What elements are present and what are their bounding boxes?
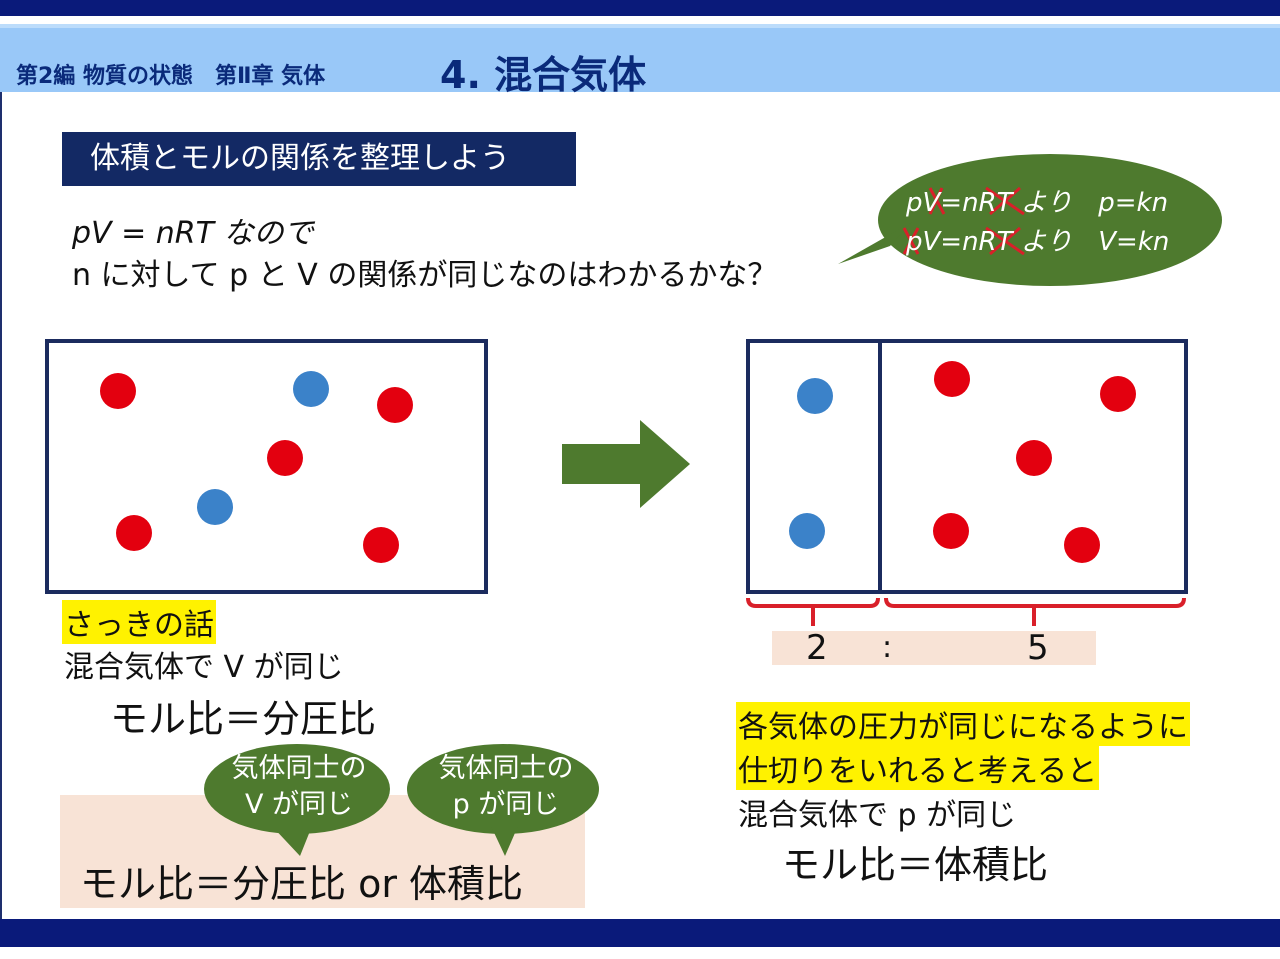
partitioned-container: [746, 339, 1188, 594]
left-formula: モル比＝分圧比: [110, 697, 377, 741]
header-band-top: [0, 24, 1280, 28]
red-particle: [363, 527, 399, 563]
ratio-right: 5: [1027, 628, 1049, 668]
bubble-right-body: [407, 744, 599, 834]
intro-line-2: n に対して p と V の関係が同じなのはわかるかな？: [72, 258, 778, 293]
mixed-gas-container: [45, 339, 488, 594]
right-line: 混合気体で p が同じ: [738, 798, 1017, 833]
bracket-left: [746, 597, 880, 608]
blue-particle: [797, 378, 833, 414]
right-highlight-2: 仕切りをいれると考えると: [736, 746, 1100, 790]
callout-line-1: pV=nRT より p=kn: [906, 188, 1169, 218]
bracket-right: [884, 597, 1186, 608]
red-particle: [1064, 527, 1100, 563]
top-bar-line: [0, 16, 1280, 19]
header-subtitle: 第2編 物質の状態 第Ⅱ章 気体: [16, 64, 326, 89]
volume-brackets: [746, 597, 1186, 626]
callout-bubble-body: [878, 154, 1222, 286]
right-formula: モル比＝体積比: [782, 843, 1049, 887]
red-particle: [116, 515, 152, 551]
left-border: [0, 92, 2, 919]
bubble-left-body: [204, 744, 390, 834]
ratio-separator: :: [882, 630, 893, 665]
bubble-left-tail: [270, 824, 312, 856]
left-highlight: さっきの話: [62, 600, 216, 644]
red-particle: [1100, 376, 1136, 412]
right-arrow-icon: [562, 420, 690, 508]
callout-line-2: pV=nRT より V=kn: [906, 227, 1170, 257]
blue-particle: [789, 513, 825, 549]
callout-bubble: [838, 154, 1222, 286]
page-title: 4. 混合気体: [440, 53, 647, 97]
footer-bar: [0, 919, 1280, 947]
strike-marks: [902, 186, 1025, 256]
partition-wall: [878, 343, 882, 590]
bubble-right-tail: [490, 824, 518, 856]
red-particle: [377, 387, 413, 423]
red-particle: [1016, 440, 1052, 476]
bubble-left-line-2: V が同じ: [244, 789, 354, 820]
intro-line-1-text: pV = nRT なので: [72, 216, 314, 251]
ratio-strip: [772, 631, 1096, 665]
ratio-left: 2: [806, 628, 828, 668]
bubble-left-line-1: 気体同士の: [231, 753, 367, 784]
callout-bubble-tail: [838, 222, 912, 264]
red-particle: [100, 373, 136, 409]
bubble-right-line-2: p が同じ: [452, 789, 560, 820]
blue-particle: [293, 371, 329, 407]
top-bar: [0, 0, 1280, 16]
blue-particle: [197, 489, 233, 525]
right-highlight-1: 各気体の圧力が同じになるように: [736, 702, 1190, 746]
intro-line-1: pV = nRT なので: [72, 208, 314, 252]
summary-text: モル比＝分圧比 or 体積比: [80, 862, 524, 906]
red-particle: [933, 513, 969, 549]
red-particle: [267, 440, 303, 476]
bottom-bubbles: [204, 744, 599, 856]
left-line: 混合気体で V が同じ: [64, 650, 344, 685]
section-heading: 体積とモルの関係を整理しよう: [62, 132, 576, 186]
header-band: [0, 28, 1280, 92]
bubble-right-line-1: 気体同士の: [438, 753, 574, 784]
red-particle: [934, 361, 970, 397]
